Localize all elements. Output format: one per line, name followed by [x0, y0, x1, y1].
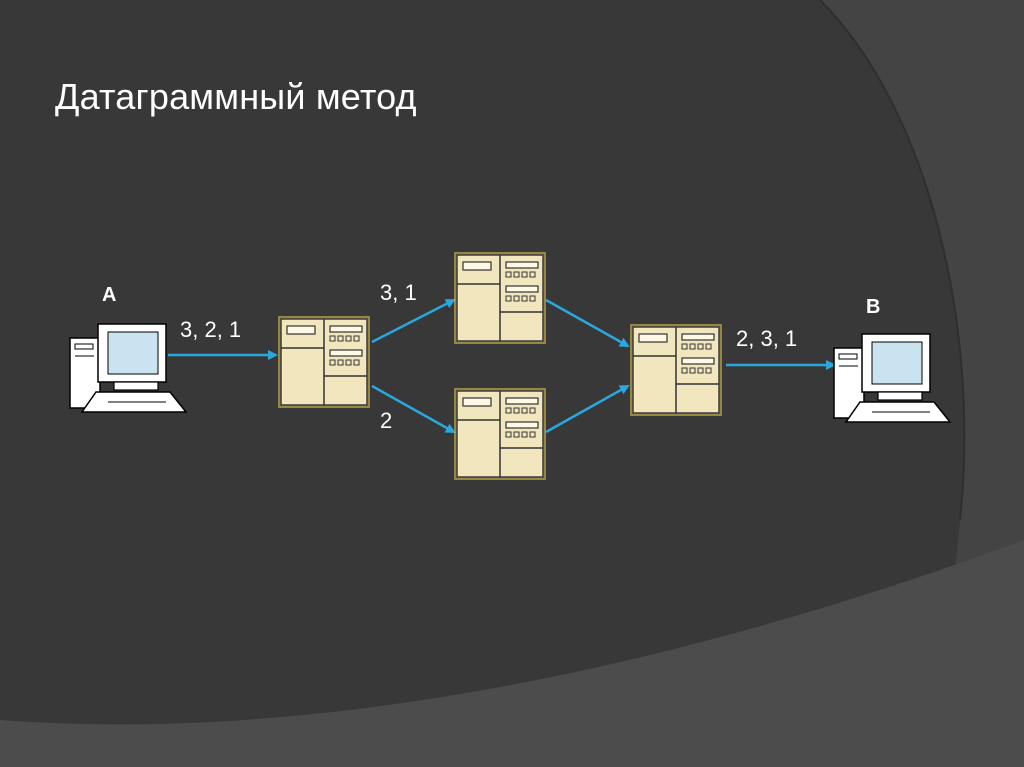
router-2-icon	[454, 252, 546, 344]
router-4-icon	[630, 324, 722, 416]
host-b-label: B	[866, 296, 881, 318]
packets-r1-to-r2-label: 3, 1	[380, 280, 417, 305]
background-curve	[819, 0, 966, 521]
background-swoosh	[0, 540, 1024, 767]
background-main-panel	[0, 0, 965, 767]
router-1-icon	[278, 316, 370, 408]
packets-r1-to-r3-label: 2	[380, 408, 393, 433]
arrow-r2-to-r4	[545, 298, 630, 348]
computer-a-icon	[69, 323, 188, 413]
packets-r4-to-b-label: 2, 3, 1	[736, 326, 798, 351]
arrow-r1-to-r2	[371, 298, 456, 344]
packets-a-to-r1-label: 3, 2, 1	[180, 317, 242, 342]
arrow-r3-to-r4	[545, 384, 630, 434]
host-a-label: A	[102, 284, 117, 306]
arrow-r1-to-r3	[371, 384, 456, 434]
router-3-icon	[454, 388, 546, 480]
computer-b-icon	[833, 333, 952, 423]
slide-title: Датаграммный метод	[55, 76, 417, 117]
